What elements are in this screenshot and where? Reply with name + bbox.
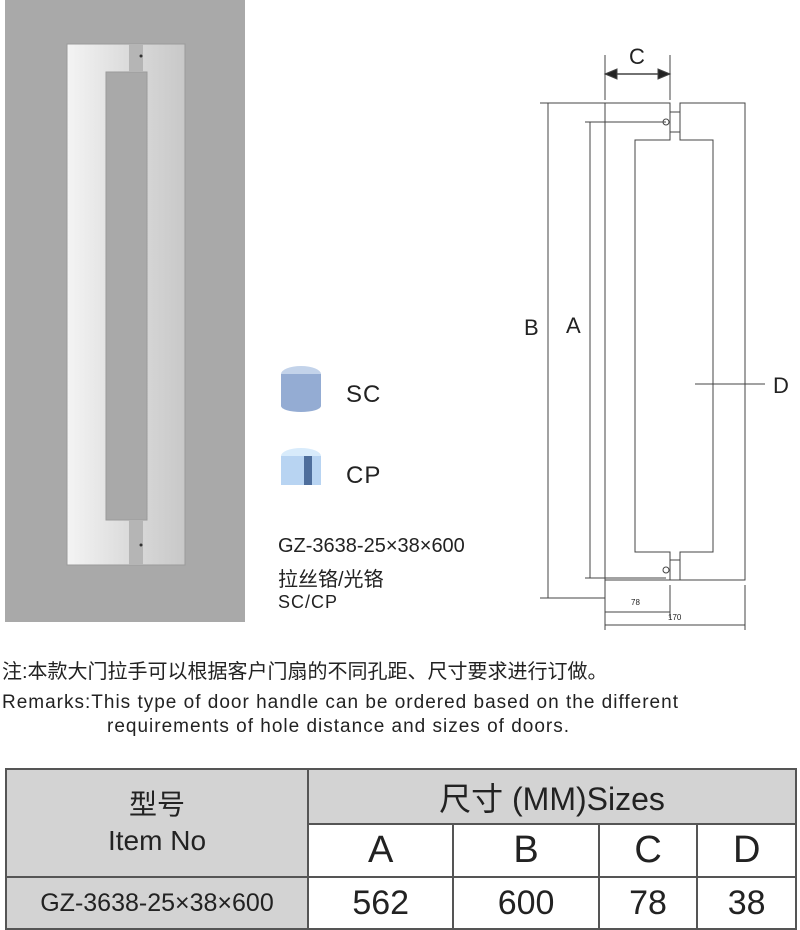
finish-cn: 拉丝铬/光铬 [278,569,384,591]
dim-d-label: D [773,373,789,398]
note-en-1: Remarks:This type of door handle can be … [2,692,679,713]
sizes-header: 尺寸 (MM)Sizes [307,768,797,825]
finish-en: SC/CP [278,592,339,612]
col-d-header: D [696,823,797,878]
item-cell: GZ-3638-25×38×600 [5,876,309,930]
item-header-en: Item No [107,825,207,856]
dim-b-label: B [524,315,539,340]
col-b-header: B [452,823,600,878]
technical-drawing [540,55,765,630]
dim-170: 170 [668,613,682,622]
table-row: GZ-3638-25×38×600 562 600 78 38 [5,876,797,930]
value-b: 600 [452,876,600,930]
item-header-cn: 型号 [128,788,185,820]
door-handle-image [66,43,186,566]
value-a: 562 [306,876,455,930]
finish-cp-label: CP [346,462,382,489]
model-number: GZ-3638-25×38×600 [278,535,465,557]
col-a-header: A [306,823,455,878]
item-header: 型号 Item No [5,768,309,878]
finish-swatches-icon [281,366,321,485]
finish-sc-label: SC [346,381,382,408]
col-c-header: C [597,823,699,878]
dim-c-label: C [629,44,645,69]
dim-a-label: A [566,313,581,338]
value-d: 38 [696,876,797,930]
note-cn: 注:本款大门拉手可以根据客户门扇的不同孔距、尺寸要求进行订做。 [2,661,608,683]
dim-78: 78 [631,598,640,607]
note-en-2: requirements of hole distance and sizes … [107,716,571,737]
value-c: 78 [597,876,699,930]
size-table: 型号 Item No 尺寸 (MM)Sizes A B C D GZ-3638-… [5,768,797,930]
product-photo [5,0,245,622]
